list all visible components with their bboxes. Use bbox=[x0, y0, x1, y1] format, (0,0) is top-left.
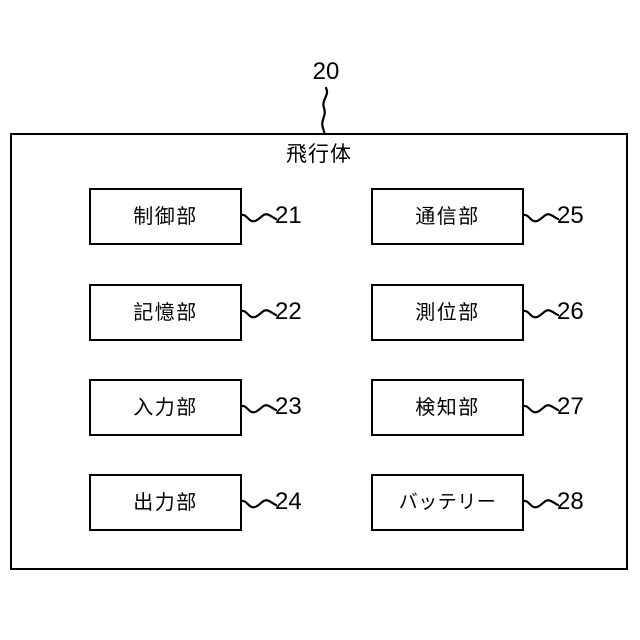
reference-leader-line-icon bbox=[523, 308, 559, 318]
component-block: 記憶部 bbox=[89, 284, 242, 341]
component-block: 制御部 bbox=[89, 188, 242, 245]
component-block: 測位部 bbox=[371, 284, 524, 341]
component-block: 検知部 bbox=[371, 379, 524, 436]
reference-leader-line-icon bbox=[523, 498, 559, 508]
reference-leader-line-icon bbox=[241, 403, 277, 413]
component-block: 出力部 bbox=[89, 474, 242, 531]
component-reference-number: 24 bbox=[275, 487, 302, 515]
component-reference-number: 25 bbox=[557, 201, 584, 229]
component-block: 入力部 bbox=[89, 379, 242, 436]
component-reference-number: 26 bbox=[557, 297, 584, 325]
component-block-label: バッテリー bbox=[398, 491, 497, 513]
reference-leader-line-icon bbox=[241, 498, 277, 508]
system-reference-number: 20 bbox=[312, 58, 340, 85]
component-reference-number: 28 bbox=[557, 487, 584, 515]
component-reference-number: 22 bbox=[275, 297, 302, 325]
system-leader-line-icon bbox=[321, 86, 329, 136]
component-reference-number: 23 bbox=[275, 392, 302, 420]
component-block: 通信部 bbox=[371, 188, 524, 245]
component-reference-number: 21 bbox=[275, 201, 302, 229]
component-block-label: 測位部 bbox=[415, 301, 480, 324]
component-block-label: 検知部 bbox=[415, 396, 480, 419]
component-block-label: 制御部 bbox=[133, 205, 198, 228]
component-block-label: 入力部 bbox=[133, 396, 198, 419]
system-title: 飛行体 bbox=[286, 143, 352, 166]
component-block-label: 通信部 bbox=[415, 205, 480, 228]
component-reference-number: 27 bbox=[557, 392, 584, 420]
reference-leader-line-icon bbox=[241, 308, 277, 318]
component-block-label: 記憶部 bbox=[133, 301, 198, 324]
reference-leader-line-icon bbox=[241, 212, 277, 222]
component-block: バッテリー bbox=[371, 474, 524, 531]
reference-leader-line-icon bbox=[523, 403, 559, 413]
reference-leader-line-icon bbox=[523, 212, 559, 222]
component-block-label: 出力部 bbox=[133, 491, 198, 514]
